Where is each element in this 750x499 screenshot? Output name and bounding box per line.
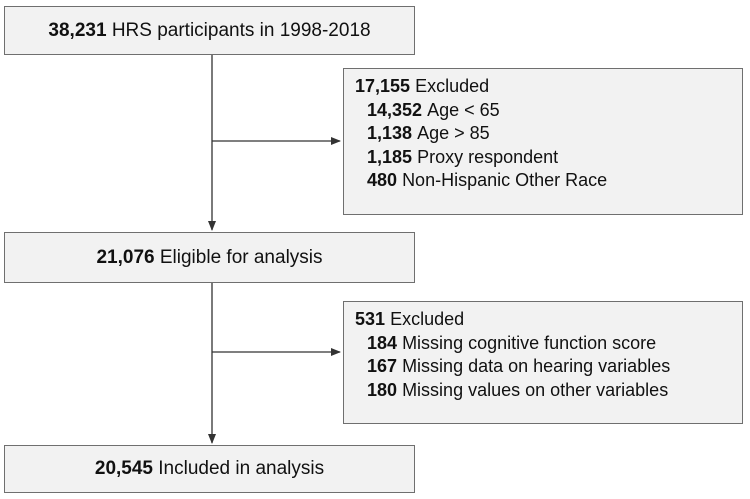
exclusion-2-count: 531 — [355, 309, 386, 329]
exclusion-1-count: 17,155 — [355, 76, 411, 96]
exclusion-1-item: 480 Non-Hispanic Other Race — [367, 170, 608, 190]
participants-label: HRS participants in 1998-2018 — [111, 19, 371, 41]
exclusion-2-item: 167 Missing data on hearing variables — [367, 356, 671, 376]
exclusion-2-label: Excluded — [390, 309, 465, 329]
exclusion-box-1: 17,155 Excluded 14,352 Age < 65 1,138 Ag… — [343, 68, 743, 215]
participants-box: 38,231 HRS participants in 1998-2018 — [4, 6, 415, 55]
exclusion-box-2: 531 Excluded 184 Missing cognitive funct… — [343, 301, 743, 424]
eligible-box: 21,076 Eligible for analysis — [4, 232, 415, 283]
exclusion-2-item: 184 Missing cognitive function score — [367, 332, 657, 353]
exclusion-2-item: 180 Missing values on other variables — [367, 379, 669, 400]
exclusion-1-item: 14,352 Age < 65 — [367, 99, 500, 120]
eligible-count: 21,076 — [96, 246, 155, 268]
participants-count: 38,231 — [48, 19, 107, 41]
exclusion-1-label: Excluded — [415, 76, 490, 96]
exclusion-1-item: 1,138 Age > 85 — [367, 123, 490, 143]
included-box: 20,545 Included in analysis — [4, 445, 415, 493]
included-label: Included in analysis — [158, 458, 325, 479]
eligible-label: Eligible for analysis — [159, 246, 323, 268]
exclusion-1-item: 1,185 Proxy respondent — [367, 146, 559, 167]
included-count: 20,545 — [94, 458, 153, 479]
